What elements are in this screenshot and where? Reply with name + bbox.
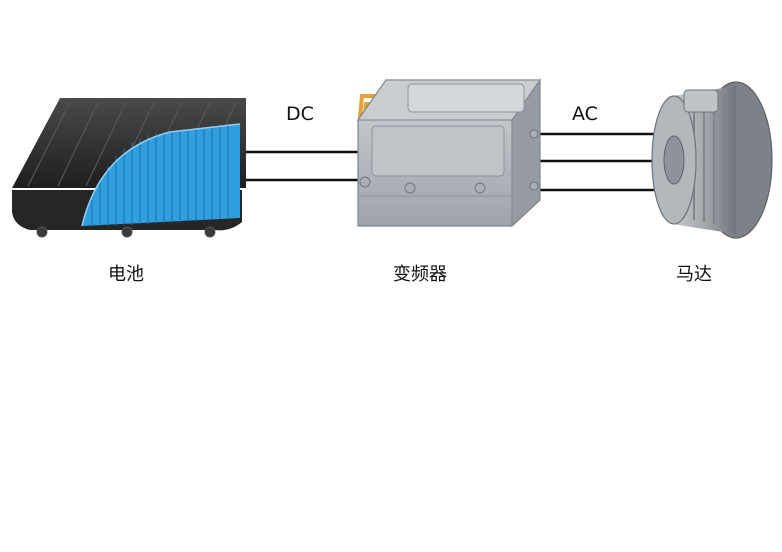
battery-caption: 电池 — [108, 264, 144, 285]
inverter-box-icon — [357, 78, 541, 228]
dc-label: DC — [286, 103, 314, 125]
motor-caption: 马达 — [676, 264, 712, 285]
battery-pack-icon — [12, 98, 246, 238]
ac-wires — [540, 132, 660, 192]
ac-label: AC — [572, 103, 598, 125]
dc-wires — [246, 150, 358, 182]
inverter-caption: 变频器 — [393, 264, 447, 285]
electric-motor-icon — [651, 81, 773, 239]
